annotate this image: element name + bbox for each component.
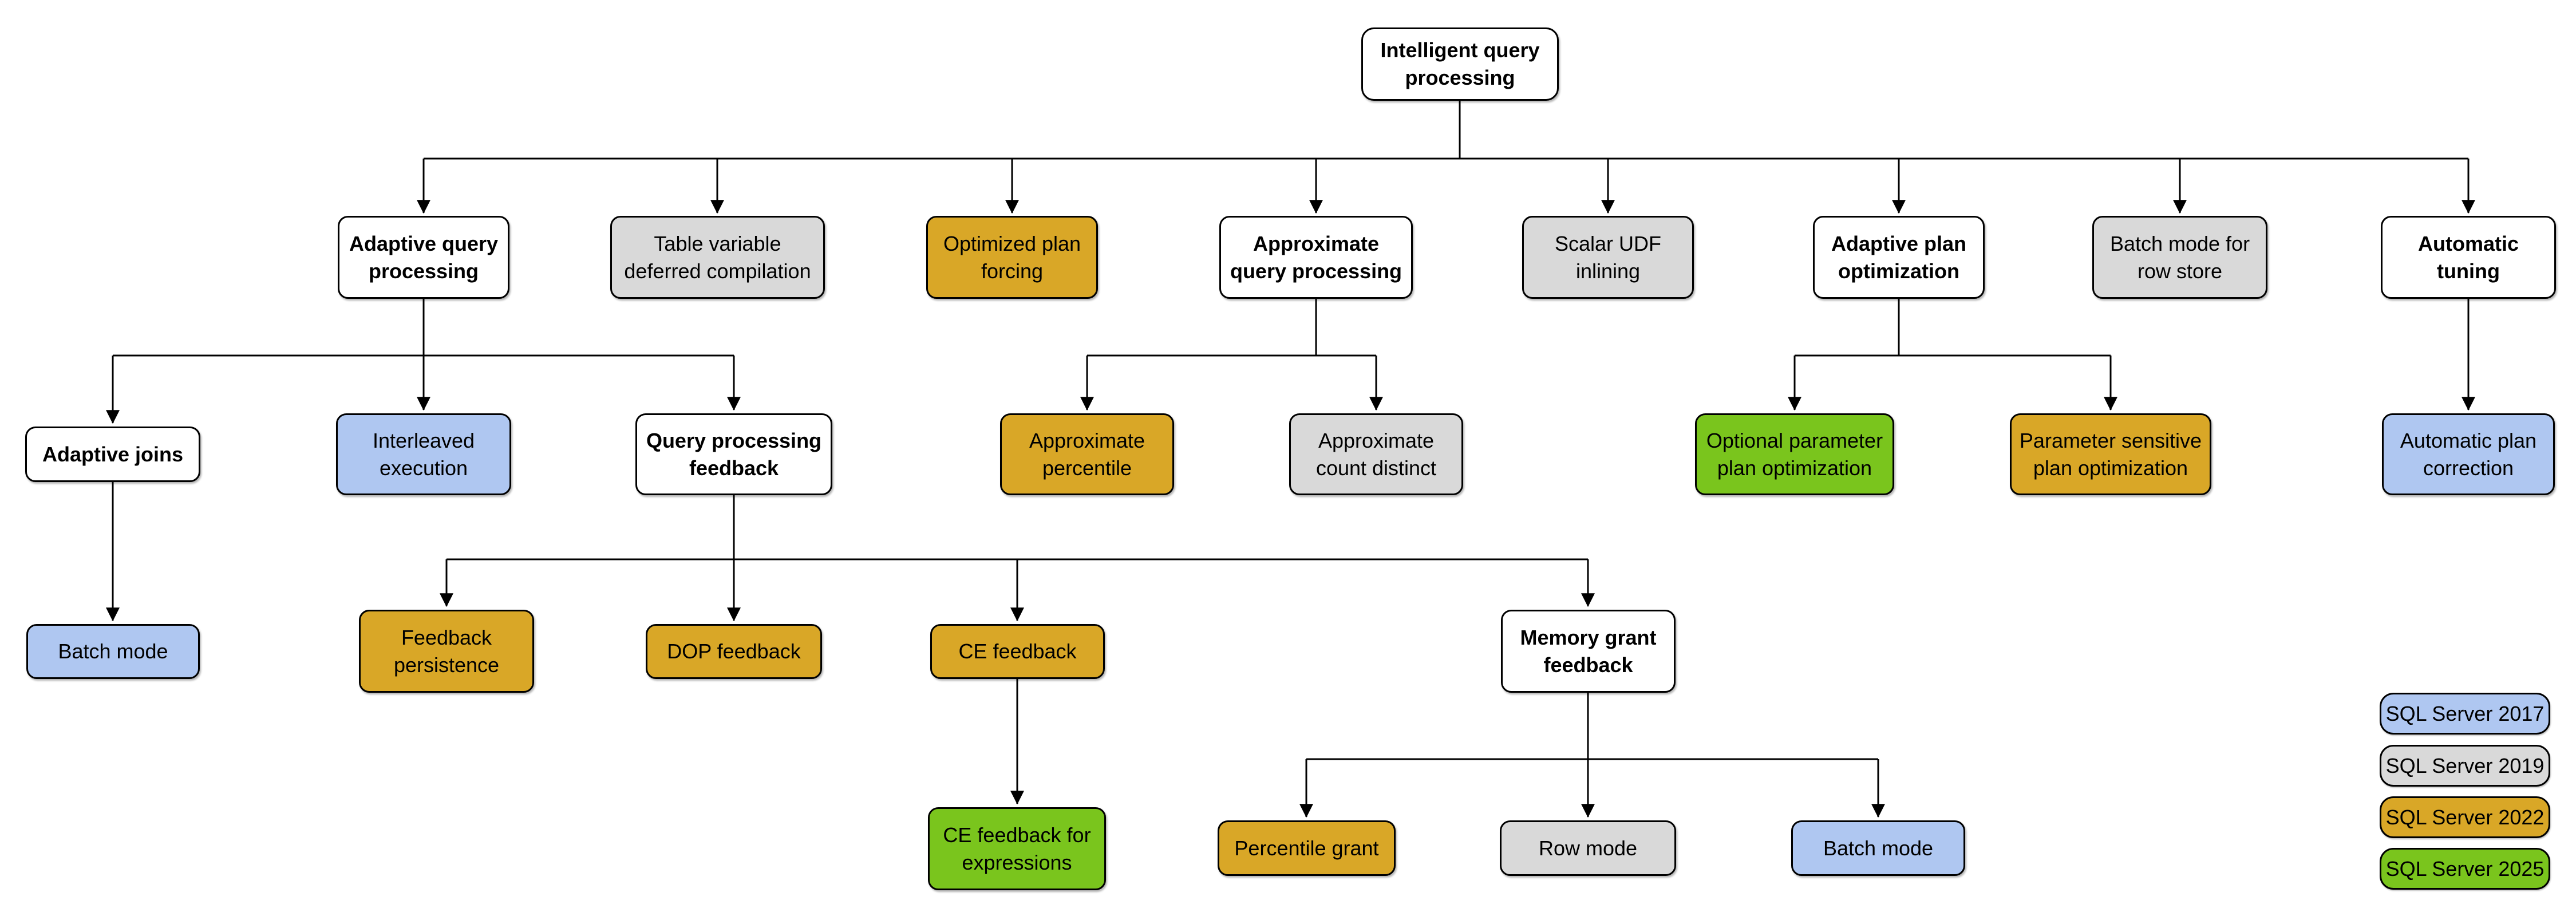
node-adaptive-query-processing: Adaptive query processing — [338, 216, 509, 299]
node-approximate-count-distinct: Approximate count distinct — [1289, 413, 1463, 495]
legend-item-sql-server-2022: SQL Server 2022 — [2380, 796, 2550, 838]
node-approximate-query-processing: Approximate query processing — [1219, 216, 1413, 299]
node-automatic-plan-correction: Automatic plan correction — [2382, 413, 2555, 495]
node-table-variable-deferred-compilation: Table variable deferred compilation — [610, 216, 825, 299]
node-percentile-grant: Percentile grant — [1218, 820, 1396, 876]
node-optimized-plan-forcing: Optimized plan forcing — [926, 216, 1098, 299]
node-automatic-tuning: Automatic tuning — [2381, 216, 2556, 299]
edge-group — [106, 101, 2475, 818]
node-batch-mode-adaptive-joins: Batch mode — [26, 624, 200, 679]
node-ce-feedback-for-expressions: CE feedback for expressions — [928, 807, 1106, 890]
node-query-processing-feedback: Query processing feedback — [635, 413, 832, 495]
node-memory-grant-feedback: Memory grant feedback — [1501, 610, 1676, 693]
legend-item-sql-server-2017: SQL Server 2017 — [2380, 693, 2550, 735]
node-batch-mode-memory-grant: Batch mode — [1791, 820, 1965, 876]
node-approximate-percentile: Approximate percentile — [1000, 413, 1174, 495]
node-ce-feedback: CE feedback — [930, 624, 1105, 679]
node-batch-mode-for-row-store: Batch mode for row store — [2092, 216, 2267, 299]
node-row-mode: Row mode — [1500, 820, 1676, 876]
legend-item-sql-server-2019: SQL Server 2019 — [2380, 745, 2550, 787]
node-dop-feedback: DOP feedback — [646, 624, 822, 679]
node-parameter-sensitive-plan-optimization: Parameter sensitive plan optimization — [2010, 413, 2211, 495]
node-scalar-udf-inlining: Scalar UDF inlining — [1522, 216, 1694, 299]
node-adaptive-joins: Adaptive joins — [25, 427, 200, 482]
node-optional-parameter-plan-optimization: Optional parameter plan optimization — [1695, 413, 1894, 495]
legend-item-sql-server-2025: SQL Server 2025 — [2380, 848, 2550, 890]
node-feedback-persistence: Feedback persistence — [359, 610, 534, 693]
node-adaptive-plan-optimization: Adaptive plan optimization — [1813, 216, 1985, 299]
node-intelligent-query-processing: Intelligent query processing — [1361, 27, 1559, 101]
node-interleaved-execution: Interleaved execution — [336, 413, 511, 495]
